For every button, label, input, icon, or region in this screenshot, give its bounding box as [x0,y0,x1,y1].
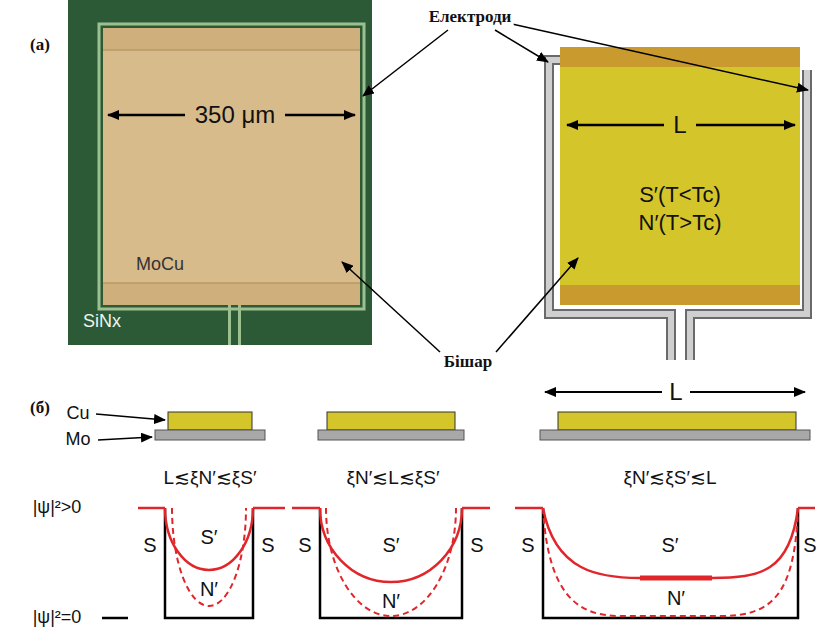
dimension-arrow [696,124,795,127]
region-label: S [801,534,818,556]
region-label: S [296,534,313,556]
layer-label: Mo [63,430,92,450]
leader-arrow [496,258,578,352]
electrode-band [103,283,360,305]
well-wall [165,508,253,618]
cu-layer [168,412,252,430]
electrode-band [560,285,800,305]
state-label: N′(T>Tc) [639,211,722,235]
well-wall [543,508,798,618]
cu-layer [558,412,796,430]
dimension-arrow [108,114,185,117]
lead-wire [228,305,231,345]
axis-label: |ψ|²=0 [31,608,84,628]
region-label: S [141,534,158,556]
layer-label: Cu [64,404,91,424]
dimension-arrow [285,114,355,117]
leader-arrow [96,414,165,420]
callout-label: Електроди [427,8,514,27]
material-label: SiNx [83,312,121,332]
leader-arrow [342,262,440,352]
order-curve [320,508,462,582]
electrode-edge [103,282,360,284]
dimension-arrow [690,391,805,393]
photo-ground [68,0,372,345]
photo-panel: 350 μm MoCuSiNx [68,0,372,345]
state-label: S′(T<Tc) [639,183,721,207]
mo-layer [155,430,265,440]
mo-layer [318,430,464,440]
leader-arrow [495,30,548,62]
region-label: N′ [380,590,402,612]
panel-label: (а) [28,36,52,55]
zero-level [102,617,128,620]
leader-arrow [512,24,808,90]
bilayer-square: L S′(T<Tc) N′(T>Tc) [560,47,800,305]
dimension-label: 350 μm [195,102,276,128]
region-label: S [519,534,536,556]
callout-label: Бішар [442,353,494,372]
lead-wire [238,305,241,345]
dimension-arrow [567,124,664,127]
order-curve-dashed [172,508,246,606]
order-level [138,507,815,510]
region-label: S′ [198,526,219,548]
dimension-label: L [673,112,686,138]
order-curve-dashed [543,508,798,616]
region-label: N′ [665,587,687,609]
condition-label: L≲ξN′≲ξS′ [161,468,258,489]
electrode-band [560,47,800,67]
leader-arrow [363,30,448,96]
condition-label: ξN′≲ξS′≲L [621,468,718,489]
electrode-band [103,28,360,50]
axis-label: |ψ|²>0 [31,498,84,518]
dimension-label: L [667,379,684,405]
order-curve [543,508,798,578]
electrode-edge [103,49,360,51]
dimension-arrow [545,391,662,393]
mo-layer [540,430,810,440]
order-curve-dashed [326,508,456,616]
condition-label: ξN′≲L≲ξS′ [344,468,441,489]
cu-layer [327,412,455,430]
normal-segment [640,576,712,581]
bilayer-square [560,47,800,305]
panel-label: (б) [28,399,52,418]
region-label: N′ [198,578,220,600]
region-label: S′ [659,534,680,556]
leader-arrow [98,437,152,440]
square-rim [99,24,364,309]
well-wall [320,508,462,618]
device-square: 350 μm MoCu [103,28,360,305]
region-label: S [259,534,276,556]
region-label: S′ [380,534,401,556]
material-label: MoCu [136,255,184,275]
mocu-square [103,28,360,305]
region-label: S [468,534,485,556]
